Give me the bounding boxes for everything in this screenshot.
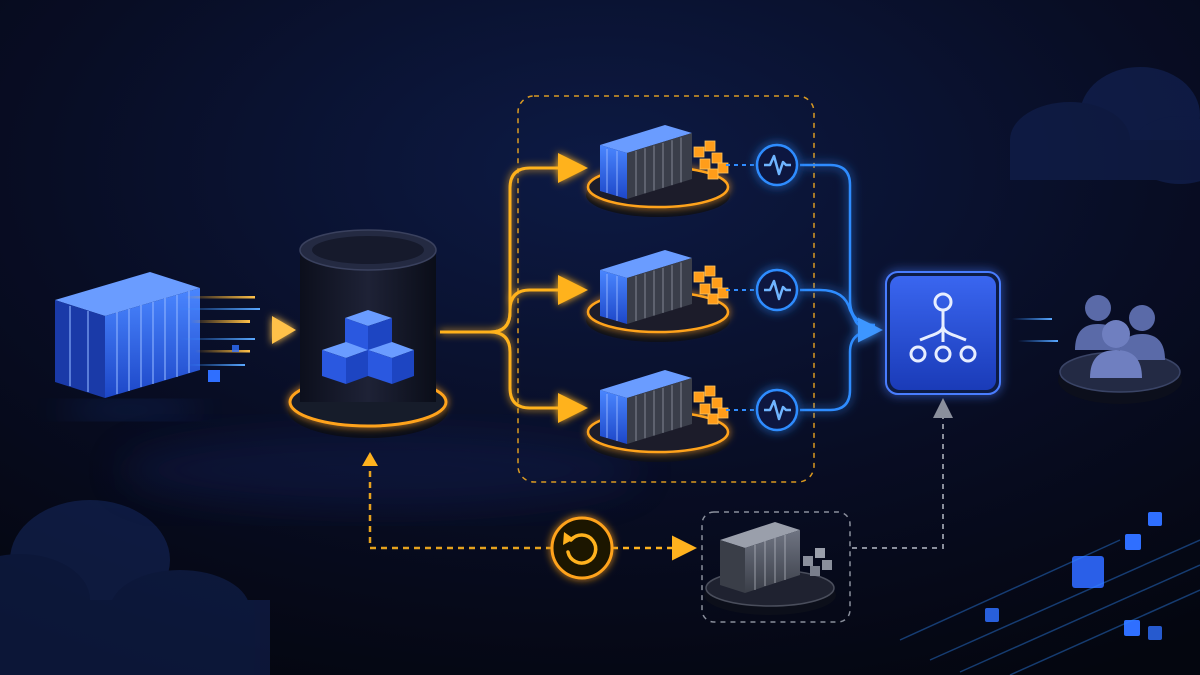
standby-container (704, 522, 836, 615)
container-replica (586, 250, 730, 342)
users-group (1058, 295, 1182, 404)
registry-lid-inner (312, 236, 424, 264)
data-cube (232, 345, 239, 352)
decorative-data-cubes (985, 512, 1162, 640)
incoming-container (55, 272, 200, 418)
data-cube (208, 370, 220, 382)
router-to-users-line (1004, 315, 1072, 345)
health-check-pulse-icon (755, 388, 799, 432)
replica-list (586, 125, 730, 462)
distribution-lines (440, 153, 588, 423)
ingest-arrowhead (272, 316, 296, 344)
registry-image-cubes (322, 310, 414, 384)
container-replica (586, 125, 730, 217)
rollback-icon (550, 516, 614, 580)
health-check-pulse-icon (755, 143, 799, 187)
container-replica (586, 370, 730, 462)
cloud-top-right (1010, 67, 1200, 184)
container-end (55, 300, 105, 398)
standby-box (701, 511, 851, 623)
registry-cylinder (288, 229, 448, 438)
replica-group-box (517, 95, 815, 483)
health-check-icons (755, 143, 799, 432)
rollback-loop (362, 398, 953, 561)
container-ribs (69, 291, 190, 394)
incoming-motion-streaks (175, 296, 260, 382)
health-check-pulse-icon (755, 268, 799, 312)
floor-glow (120, 430, 640, 510)
load-balancer (885, 271, 1001, 395)
container-top (55, 272, 200, 316)
users-group-icon (1075, 295, 1165, 378)
decorative-streaks (899, 539, 1200, 675)
cloud-bottom-left (0, 500, 270, 675)
health-to-router-lines (800, 163, 883, 412)
load-balancer-icon (909, 292, 977, 363)
